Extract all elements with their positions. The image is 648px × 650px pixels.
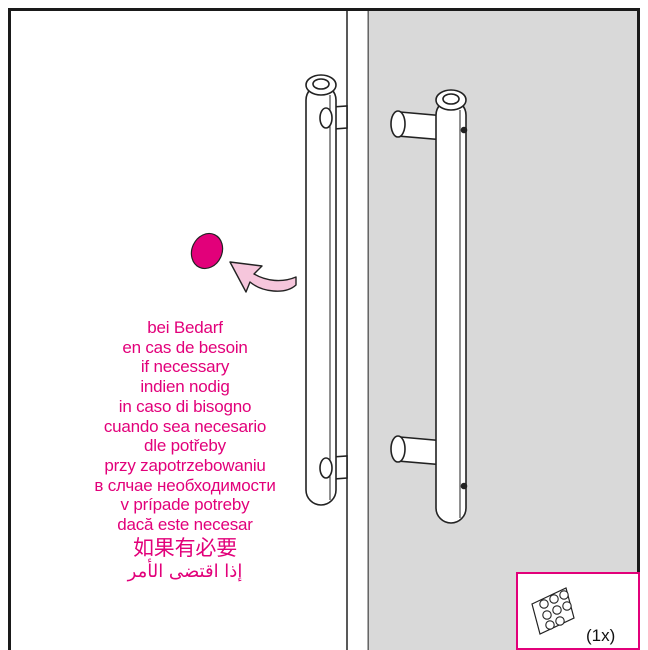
- label-ar: إذا اقتضى الأمر: [127, 560, 243, 582]
- label-sk: v prípade potreby: [120, 495, 250, 515]
- frame-right-border: [637, 8, 640, 650]
- right-handle-icon: [390, 89, 468, 524]
- label-es: cuando sea necesario: [103, 416, 267, 436]
- rubber-bumper-sheet-icon: [531, 587, 575, 635]
- rubber-bumper-dot-icon: [190, 232, 224, 270]
- label-zh: 如果有必要: [133, 535, 237, 560]
- label-de: bei Bedarf: [147, 318, 223, 337]
- quantity-label: (1x): [586, 626, 616, 645]
- label-it: in caso di bisogno: [118, 396, 252, 416]
- label-ru: в слчае необходимости: [94, 475, 276, 495]
- label-nl: indien nodig: [140, 377, 230, 397]
- frame-top-border: [8, 8, 640, 11]
- label-pl: przy zapotrzebowaniu: [104, 455, 266, 475]
- label-en: if necessary: [140, 357, 230, 377]
- if-necessary-labels: bei Bedarf en cas de besoin if necessary…: [10, 318, 360, 583]
- label-fr: en cas de besoin: [122, 337, 248, 357]
- label-cs: dle potřeby: [144, 436, 226, 456]
- label-ro: dacă este necesar: [117, 515, 253, 535]
- parts-box: [516, 572, 640, 650]
- frame-left-border: [8, 8, 11, 650]
- left-handle-icon: [305, 74, 348, 506]
- curved-arrow-icon: [229, 261, 297, 293]
